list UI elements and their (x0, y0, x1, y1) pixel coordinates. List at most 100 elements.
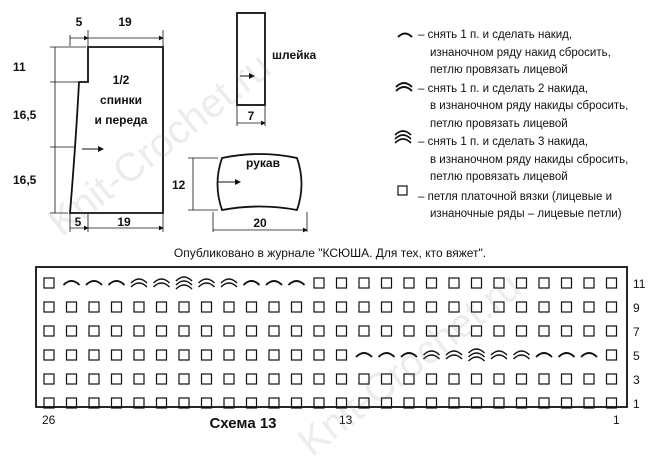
chart-cell-garter-stitch (425, 301, 438, 313)
chart-cell-garter-stitch (65, 301, 78, 313)
legend-symbols (394, 32, 413, 196)
chart-cell-garter-stitch (178, 349, 190, 361)
col-label-mid: 13 (339, 413, 353, 427)
chart-cell-garter-stitch (268, 349, 280, 361)
chart-cell-garter-stitch (133, 325, 145, 337)
chart-cell-garter-stitch (403, 373, 415, 385)
chart-cell-garter-stitch (425, 373, 438, 385)
chart-cell-garter-stitch (43, 277, 55, 289)
chart-cell-garter-stitch (448, 325, 460, 337)
chart-cell-garter-stitch (200, 301, 213, 313)
chart-title: Схема 13 (209, 415, 276, 432)
chart-cell-garter-stitch (560, 373, 573, 385)
chart-cells (43, 276, 618, 409)
chart-cell-garter-stitch (448, 277, 460, 289)
chart-cell-single-yo (535, 352, 553, 358)
chart-cell-garter-stitch (200, 325, 213, 337)
chart-cell-garter-stitch (268, 325, 280, 337)
chart-cell-garter-stitch (268, 301, 280, 313)
chart-cell-garter-stitch (155, 397, 168, 409)
chart-cell-garter-stitch (403, 325, 415, 337)
chart-cell-garter-stitch (65, 325, 78, 337)
dim-side-top: 11 (13, 60, 26, 74)
chart-cell-garter-stitch (223, 349, 235, 361)
chart-cell-garter-stitch (155, 373, 168, 385)
chart-cell-garter-stitch (335, 373, 348, 385)
chart-cell-garter-stitch (448, 397, 460, 409)
legend-single-yo-icon (397, 32, 413, 38)
chart-cell-garter-stitch (43, 373, 55, 385)
chart-cell-garter-stitch (358, 301, 370, 313)
legend-text: – снять 1 п. и сделать накид,изнаночном … (418, 27, 628, 224)
chart-cell-garter-stitch (133, 301, 145, 313)
chart-cell-garter-stitch (268, 373, 280, 385)
chart-cell-garter-stitch (313, 349, 325, 361)
chart-cell-garter-stitch (470, 277, 483, 289)
chart-frame (35, 266, 628, 408)
legend-item: – снять 1 п. и сделать 2 накида,в изнано… (418, 81, 628, 134)
legend-line: в изнаночном ряду накиды сбросить, (430, 100, 629, 112)
chart-cell-garter-stitch (470, 301, 483, 313)
chart-cell-garter-stitch (110, 373, 123, 385)
chart-cell-garter-stitch (178, 301, 190, 313)
chart-cell-garter-stitch (65, 373, 78, 385)
chart-cell-single-yo (400, 352, 418, 358)
chart-cell-garter-stitch (380, 301, 393, 313)
strap-piece: шлейка 7 (236, 12, 317, 126)
chart-cell-single-yo (580, 352, 598, 358)
chart-cell-single-yo (265, 280, 283, 286)
chart-cell-garter-stitch (335, 325, 348, 337)
chart-cell-garter-stitch (515, 277, 528, 289)
chart-cell-garter-stitch (245, 373, 258, 385)
legend-double-yo-icon (395, 82, 413, 92)
chart-cell-garter-stitch (560, 397, 573, 409)
chart-cell-garter-stitch (155, 325, 168, 337)
chart-cell-garter-stitch (605, 349, 618, 361)
chart-cell-single-yo (287, 280, 306, 286)
chart-cell-double-yo (490, 350, 508, 360)
chart-cell-garter-stitch (223, 325, 235, 337)
chart-cell-garter-stitch (245, 349, 258, 361)
chart-cell-garter-stitch (110, 397, 123, 409)
chart-cell-garter-stitch (290, 325, 303, 337)
dim-top-left: 5 (76, 15, 83, 29)
chart-row-label: 9 (633, 301, 640, 315)
chart-cell-garter-stitch (313, 277, 325, 289)
dim-side-bottom: 16,5 (13, 173, 37, 187)
chart-cell-triple-yo (467, 348, 486, 362)
legend-line: петлю провязать лицевой (430, 171, 568, 183)
chart-cell-garter-stitch (110, 301, 123, 313)
chart-cell-garter-stitch (43, 397, 55, 409)
chart-cell-garter-stitch (88, 301, 100, 313)
legend-line: – снять 1 п. и сделать накид, (418, 29, 573, 41)
dim-bottom-right: 19 (117, 215, 131, 229)
sleeve-piece: рукав 12 20 (172, 153, 308, 233)
chart-cell-double-yo (422, 350, 441, 360)
legend-item: – снять 1 п. и сделать 3 накида,в изнано… (418, 134, 628, 187)
chart-cell-double-yo (445, 350, 463, 360)
chart-cell-garter-stitch (335, 277, 348, 289)
chart-cell-triple-yo (175, 276, 193, 290)
dim-bottom-left: 5 (75, 215, 82, 229)
sleeve-label: рукав (246, 156, 280, 170)
chart-cell-garter-stitch (515, 301, 528, 313)
chart-cell-garter-stitch (313, 373, 325, 385)
chart-cell-garter-stitch (583, 325, 595, 337)
chart-cell-garter-stitch (178, 325, 190, 337)
col-label-right: 1 (613, 413, 620, 427)
chart-cell-garter-stitch (290, 349, 303, 361)
legend-line: петлю провязать лицевой (430, 64, 568, 76)
chart-cell-garter-stitch (223, 397, 235, 409)
chart-cell-garter-stitch (358, 325, 370, 337)
dim-top-right: 19 (118, 15, 132, 29)
chart-cell-garter-stitch (515, 373, 528, 385)
chart-cell-garter-stitch (403, 397, 415, 409)
sleeve-dim-width: 20 (253, 216, 267, 230)
piece-outline (69, 46, 164, 214)
strap-outline (236, 12, 266, 106)
chart-cell-single-yo (62, 280, 81, 286)
chart-cell-garter-stitch (88, 349, 100, 361)
chart-cell-garter-stitch (155, 349, 168, 361)
chart-cell-garter-stitch (178, 373, 190, 385)
chart-cell-garter-stitch (358, 277, 370, 289)
